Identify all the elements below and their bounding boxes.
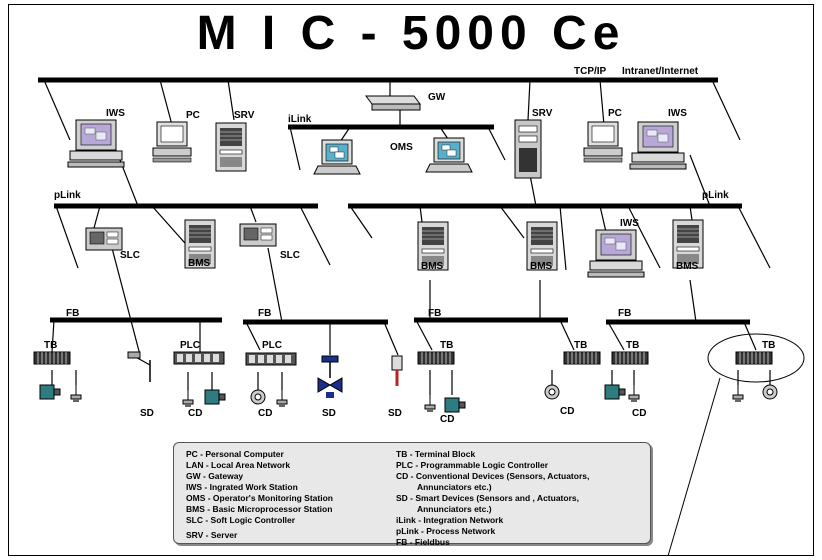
legend-item: pLink - Process Network bbox=[396, 526, 496, 536]
tb-3-terminal-block bbox=[563, 351, 601, 365]
label-ilink: iLink bbox=[288, 114, 312, 125]
legend-item: PC - Personal Computer bbox=[186, 449, 284, 459]
legend-item: IWS - Ingrated Work Station bbox=[186, 482, 298, 492]
label-gw: GW bbox=[428, 92, 446, 103]
pc-left-computer bbox=[152, 121, 192, 163]
cd-motor-4 bbox=[604, 384, 626, 400]
cd-sensor-5 bbox=[628, 384, 640, 403]
label-tb-5: TB bbox=[762, 340, 775, 351]
label-tb-2: TB bbox=[440, 340, 453, 351]
legend-item: BMS - Basic Microprocessor Station bbox=[186, 504, 333, 514]
legend-item: LAN - Local Area Network bbox=[186, 460, 291, 470]
cd-motor-1 bbox=[39, 384, 61, 400]
label-bms-2: BMS bbox=[421, 261, 444, 272]
tb-4-terminal-block bbox=[611, 351, 649, 365]
legend-item: SLC - Soft Logic Controller bbox=[186, 515, 296, 525]
tb-2-terminal-block bbox=[417, 351, 455, 365]
label-fb-4: FB bbox=[618, 308, 631, 319]
legend-item: Annunciators etc.) bbox=[396, 482, 492, 492]
slc-right-controller bbox=[239, 223, 277, 247]
label-sd-1: SD bbox=[140, 408, 154, 419]
label-plink-left: pLink bbox=[54, 190, 81, 201]
tb-1-terminal-block bbox=[33, 351, 71, 365]
label-fb-1: FB bbox=[66, 308, 79, 319]
tcpip-network-lines bbox=[38, 77, 805, 557]
label-cd-2: CD bbox=[258, 408, 272, 419]
label-sd-3: SD bbox=[388, 408, 402, 419]
tb-5-terminal-block bbox=[735, 351, 773, 365]
sd-transmitter bbox=[391, 355, 403, 386]
legend-item: GW - Gateway bbox=[186, 471, 244, 481]
label-iws-left: IWS bbox=[106, 108, 125, 119]
label-tb-1: TB bbox=[44, 340, 57, 351]
label-plc-2: PLC bbox=[262, 340, 282, 351]
legend-item: FB - Fieldbus bbox=[396, 537, 450, 547]
legend-right-column: TB - Terminal Block PLC - Programmable L… bbox=[396, 449, 589, 548]
diagram-title: M I C - 5000 Ce bbox=[196, 7, 626, 60]
iws-right-workstation bbox=[629, 121, 687, 170]
label-fb-2: FB bbox=[258, 308, 271, 319]
legend-left-column: PC - Personal Computer LAN - Local Area … bbox=[186, 449, 333, 541]
cd-sensor-6 bbox=[732, 384, 744, 403]
oms-laptop-left bbox=[313, 139, 361, 175]
label-sd-2: SD bbox=[322, 408, 336, 419]
legend-item: iLink - Integration Network bbox=[396, 515, 504, 525]
legend-item: Annunciators etc.) bbox=[396, 504, 492, 514]
oms-laptop-right bbox=[425, 137, 473, 173]
gateway-device bbox=[365, 95, 421, 111]
label-pc-left: PC bbox=[186, 110, 200, 121]
legend-item: CD - Conventional Devices (Sensors, Actu… bbox=[396, 471, 590, 481]
plc-1-controller bbox=[173, 351, 225, 365]
label-cd-4: CD bbox=[560, 406, 574, 417]
label-srv-right: SRV bbox=[532, 108, 553, 119]
legend-box: PC - Personal Computer LAN - Local Area … bbox=[173, 442, 651, 547]
iws-middle-workstation bbox=[587, 229, 645, 278]
label-slc-1: SLC bbox=[120, 250, 140, 261]
label-cd-5: CD bbox=[632, 408, 646, 419]
cd-motor-2 bbox=[204, 389, 226, 405]
cd-pump-2 bbox=[544, 384, 560, 400]
cd-sensor-2 bbox=[182, 389, 194, 408]
diagram-frame bbox=[8, 4, 814, 556]
label-tcpip: TCP/IP bbox=[574, 66, 607, 77]
label-bms-1: BMS bbox=[188, 258, 211, 269]
label-tb-3: TB bbox=[574, 340, 587, 351]
cd-sensor-1 bbox=[70, 384, 82, 403]
label-fb-3: FB bbox=[428, 308, 441, 319]
cd-sensor-4 bbox=[424, 394, 436, 413]
label-cd-3: CD bbox=[440, 414, 454, 425]
label-iws-right: IWS bbox=[668, 108, 687, 119]
srv-right-server bbox=[514, 119, 542, 179]
label-iws-mid: IWS bbox=[620, 218, 639, 229]
label-slc-2: SLC bbox=[280, 250, 300, 261]
legend-item: SD - Smart Devices (Sensors and , Actuat… bbox=[396, 493, 579, 503]
label-bms-3: BMS bbox=[530, 261, 553, 272]
sd-probe-1 bbox=[127, 351, 151, 382]
sd-valve bbox=[317, 355, 343, 398]
cd-motor-3 bbox=[444, 397, 466, 413]
cd-sensor-3 bbox=[276, 389, 288, 408]
legend-item: PLC - Programmable Logic Controller bbox=[396, 460, 549, 470]
cd-pump-3 bbox=[762, 384, 778, 400]
label-intranet: Intranet/Internet bbox=[622, 66, 699, 77]
label-bms-4: BMS bbox=[676, 261, 699, 272]
label-tb-4: TB bbox=[626, 340, 639, 351]
plc-2-controller bbox=[245, 352, 297, 366]
legend-item: TB - Terminal Block bbox=[396, 449, 476, 459]
iws-left-workstation bbox=[67, 119, 125, 168]
legend-item: OMS - Operator's Monitoring Station bbox=[186, 493, 333, 503]
legend-item: SRV - Server bbox=[186, 530, 238, 540]
pc-right-computer bbox=[583, 121, 623, 163]
cd-pump-1 bbox=[250, 389, 266, 405]
srv-left-server bbox=[215, 122, 247, 172]
label-cd-1: CD bbox=[188, 408, 202, 419]
label-pc-right: PC bbox=[608, 108, 622, 119]
slc-left-controller bbox=[85, 227, 123, 251]
label-srv-left: SRV bbox=[234, 110, 255, 121]
label-plc-1: PLC bbox=[180, 340, 200, 351]
label-plink-right: pLink bbox=[702, 190, 729, 201]
label-oms: OMS bbox=[390, 142, 413, 153]
